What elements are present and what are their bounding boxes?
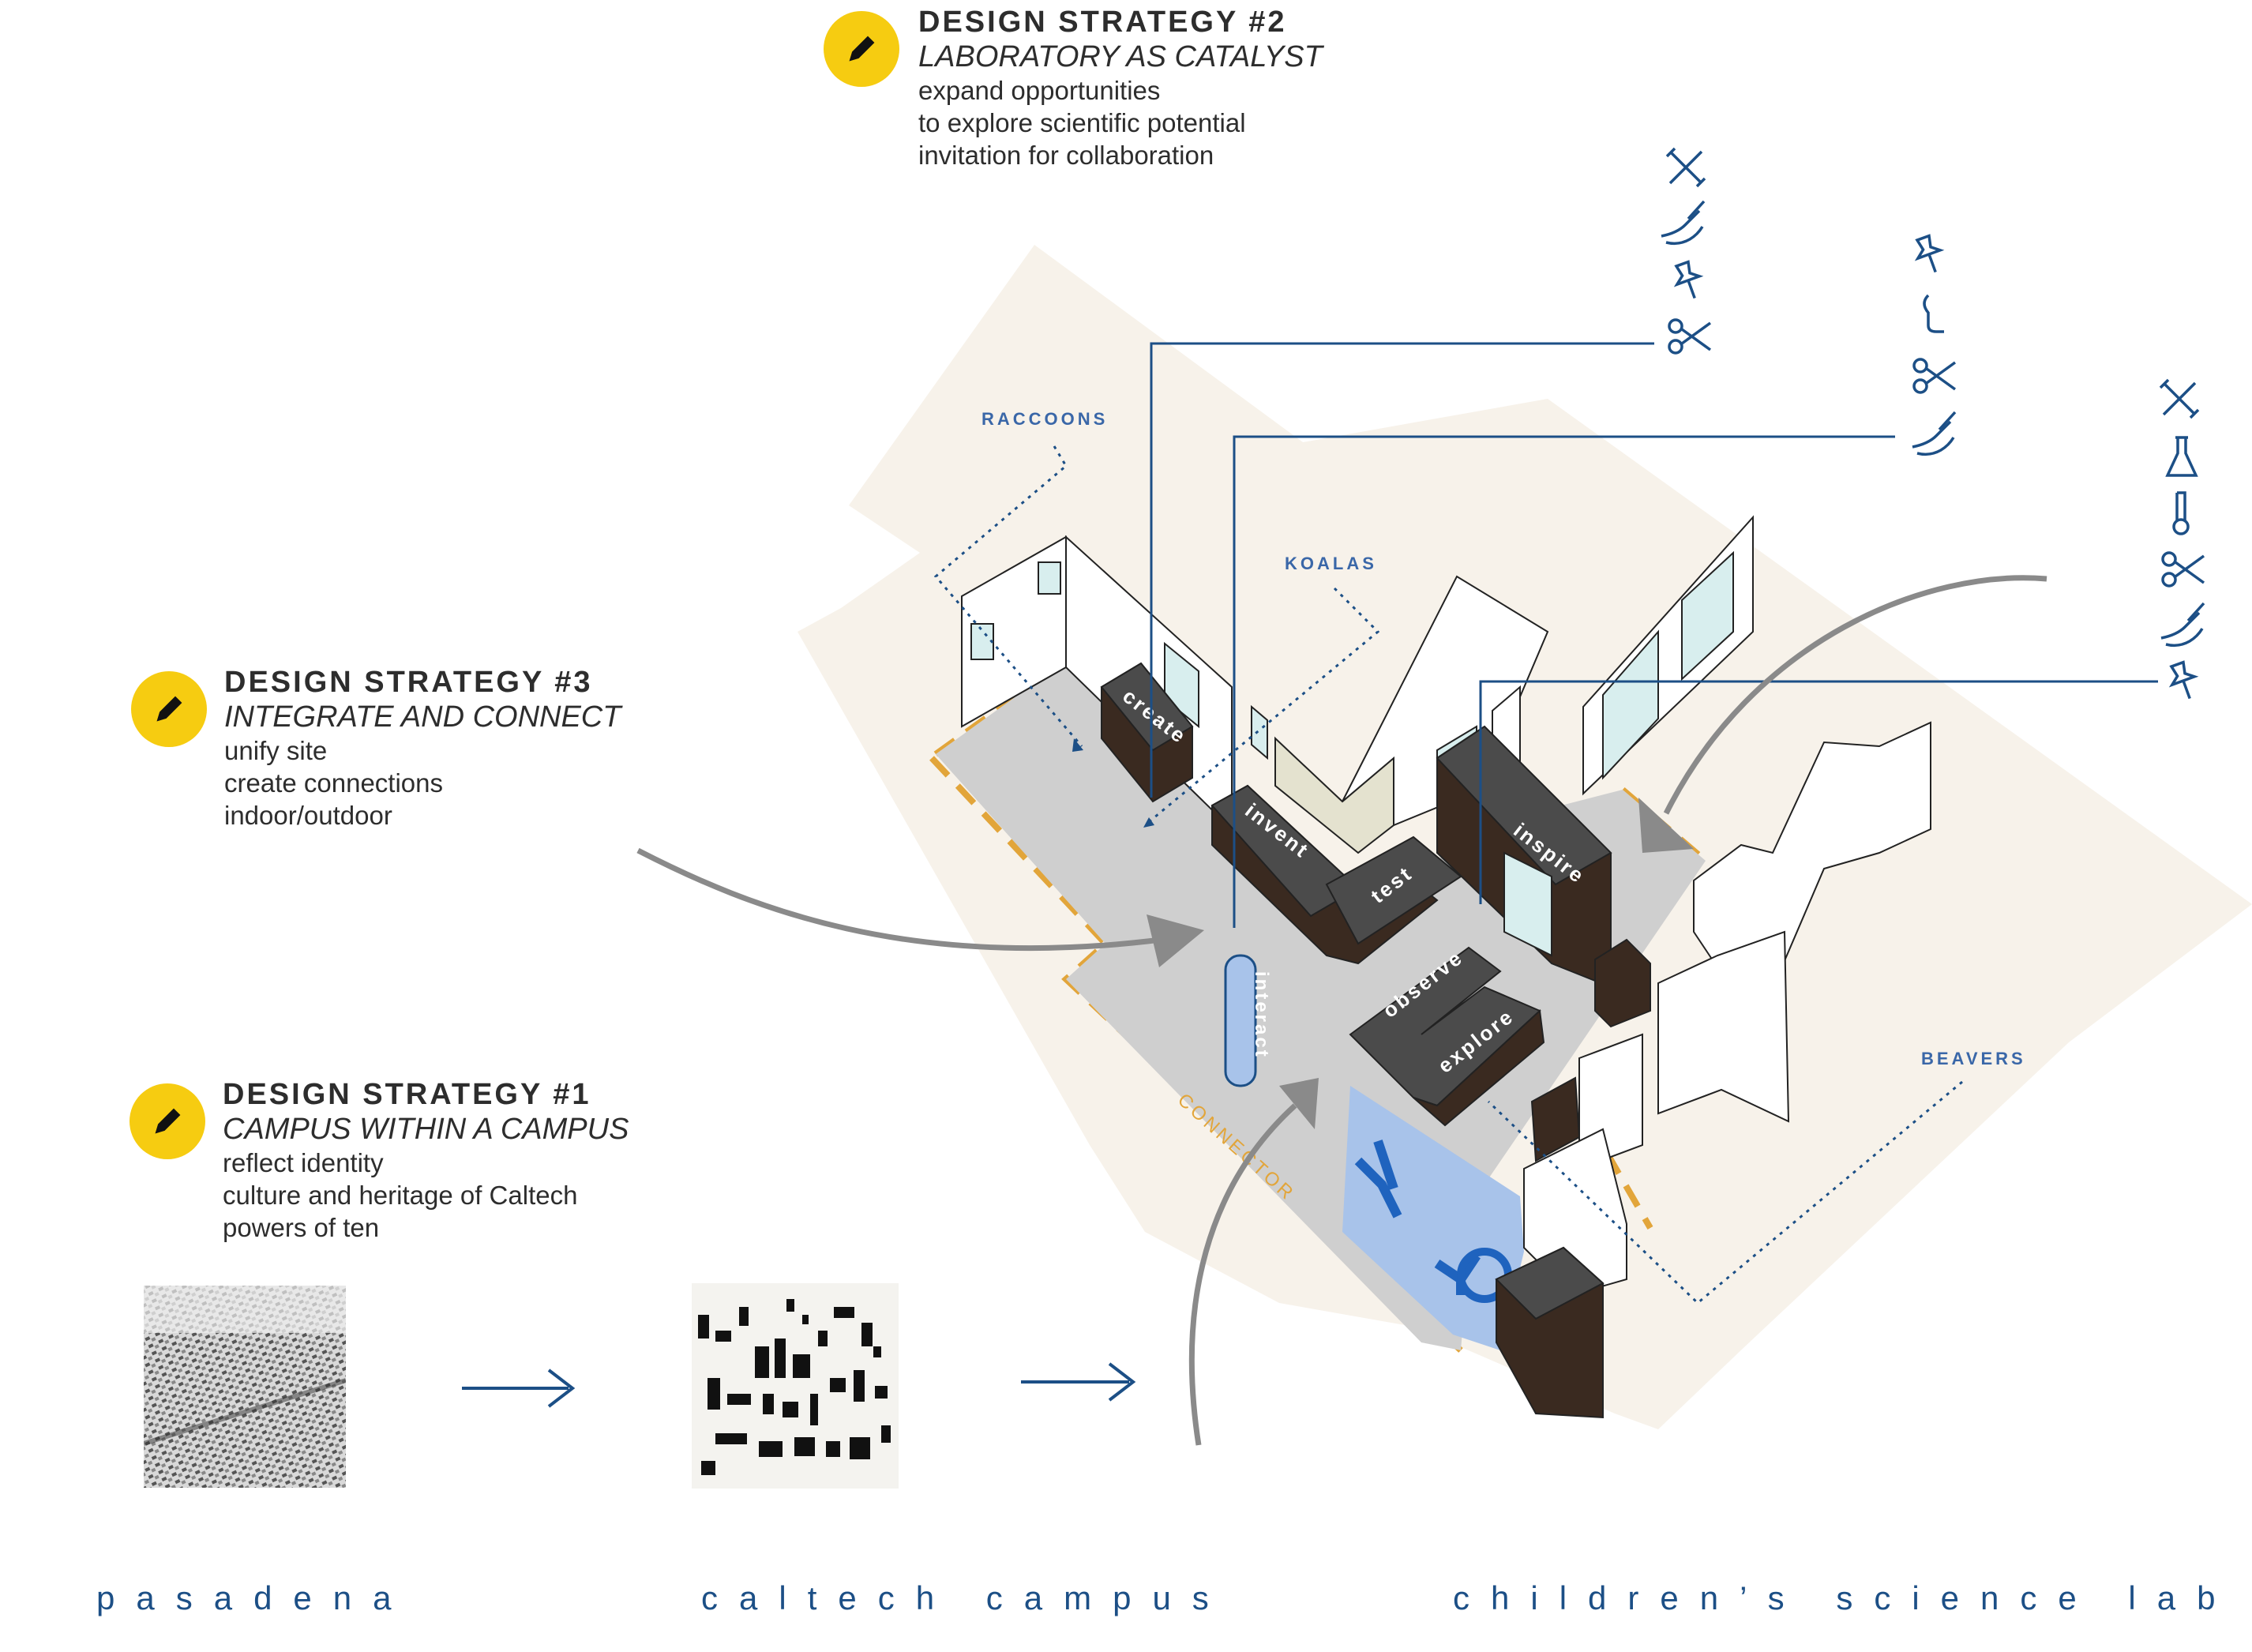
flask-icon	[2166, 436, 2198, 477]
pencil-badge	[824, 11, 899, 87]
caption-caltech-campus: caltech campus	[701, 1579, 1230, 1616]
strategy-1-title: DESIGN STRATEGY #1	[223, 1078, 591, 1111]
strategy-1-subtitle: CAMPUS WITHIN A CAMPUS	[223, 1113, 629, 1146]
strategy-1-line: reflect identity	[223, 1148, 384, 1177]
tools-icon	[2159, 378, 2200, 419]
label-interact: interact	[1251, 971, 1272, 1059]
scissors-icon	[2161, 551, 2205, 588]
tools-icon	[1665, 147, 1706, 188]
inspire-glass	[1503, 851, 1552, 957]
strategy-1-line: powers of ten	[223, 1213, 380, 1242]
strategy-3-subtitle: INTEGRATE AND CONNECT	[224, 700, 621, 734]
pushpin-icon	[1669, 258, 1708, 304]
scissors-icon	[1912, 358, 1957, 394]
water-graphic	[1354, 1140, 1481, 1295]
zone-raccoons: RACCOONS	[981, 409, 1108, 429]
arrow-curve-bottom	[1188, 1103, 1297, 1446]
strategy-2-subtitle: LABORATORY AS CATALYST	[918, 40, 1323, 73]
caltech-campus-map	[692, 1283, 899, 1489]
zone-koalas: KOALAS	[1285, 554, 1377, 573]
window	[1038, 561, 1061, 595]
caption-pasadena: pasadena	[96, 1579, 413, 1616]
strategy-2-title: DESIGN STRATEGY #2	[918, 6, 1287, 39]
scissors-icon	[1668, 318, 1712, 355]
pencil-icon	[155, 1108, 181, 1134]
water-feature	[1342, 1086, 1524, 1350]
pencil-badge	[129, 1083, 205, 1159]
pencil-icon	[156, 696, 182, 722]
arrow-head	[547, 1369, 576, 1408]
callout-line-3	[1479, 680, 2158, 904]
koalas-arrowhead	[1143, 817, 1154, 828]
wall-beavers-lower	[1657, 930, 1790, 1123]
window	[1681, 550, 1734, 681]
strategy-3-line: unify site	[224, 736, 328, 765]
hand-writing-icon	[2160, 602, 2205, 648]
strategy-3-title: DESIGN STRATEGY #3	[224, 666, 593, 699]
magnifier-icon	[1923, 294, 1946, 333]
caption-childrens-science-lab: children’s science lab	[1453, 1579, 2237, 1616]
callout-line-1	[1150, 342, 1654, 798]
strategy-2-line: expand opportunities	[918, 76, 1161, 105]
pasadena-aerial-photo	[144, 1286, 346, 1488]
window	[1251, 704, 1268, 760]
strategy-2-line: to explore scientific potential	[918, 108, 1246, 137]
arrow-head-left	[1147, 914, 1204, 967]
arrow-curve-left	[636, 847, 1162, 952]
arrow-head-right	[1638, 798, 1694, 853]
observe-table-side	[1413, 1008, 1545, 1127]
koalas-leader	[1144, 587, 1380, 827]
pushpin-icon	[2164, 659, 2203, 704]
arrow-head	[1108, 1362, 1136, 1402]
create-top	[1100, 662, 1194, 752]
zone-beavers: BEAVERS	[1921, 1049, 2026, 1068]
thermometer-icon	[2172, 491, 2190, 535]
interact-tube	[1224, 954, 1257, 1087]
small-block	[1530, 1076, 1581, 1162]
dark-tower-top	[1495, 1246, 1605, 1320]
strategy-1-line: culture and heritage of Caltech	[223, 1181, 578, 1210]
site-edge-bottom	[1604, 1151, 1653, 1230]
arrow-head-bottom	[1279, 1078, 1319, 1129]
beavers-leader	[1487, 1080, 1963, 1305]
window	[1602, 629, 1659, 780]
arrow-curve-right	[1663, 575, 2047, 815]
hand-writing-icon	[1660, 200, 1706, 246]
strategy-3-line: create connections	[224, 768, 444, 798]
small-block	[1594, 938, 1651, 1028]
strategy-2-line: invitation for collaboration	[918, 141, 1214, 170]
window	[970, 623, 994, 660]
callout-line-2	[1233, 435, 1895, 928]
pushpin-icon	[1910, 232, 1949, 278]
raccoons-arrowhead	[1072, 738, 1083, 752]
raccoons-leader	[933, 445, 1083, 747]
strategy-3-line: indoor/outdoor	[224, 801, 392, 830]
hand-writing-icon	[1911, 411, 1957, 456]
pencil-badge	[131, 671, 207, 747]
pencil-icon	[849, 36, 875, 62]
